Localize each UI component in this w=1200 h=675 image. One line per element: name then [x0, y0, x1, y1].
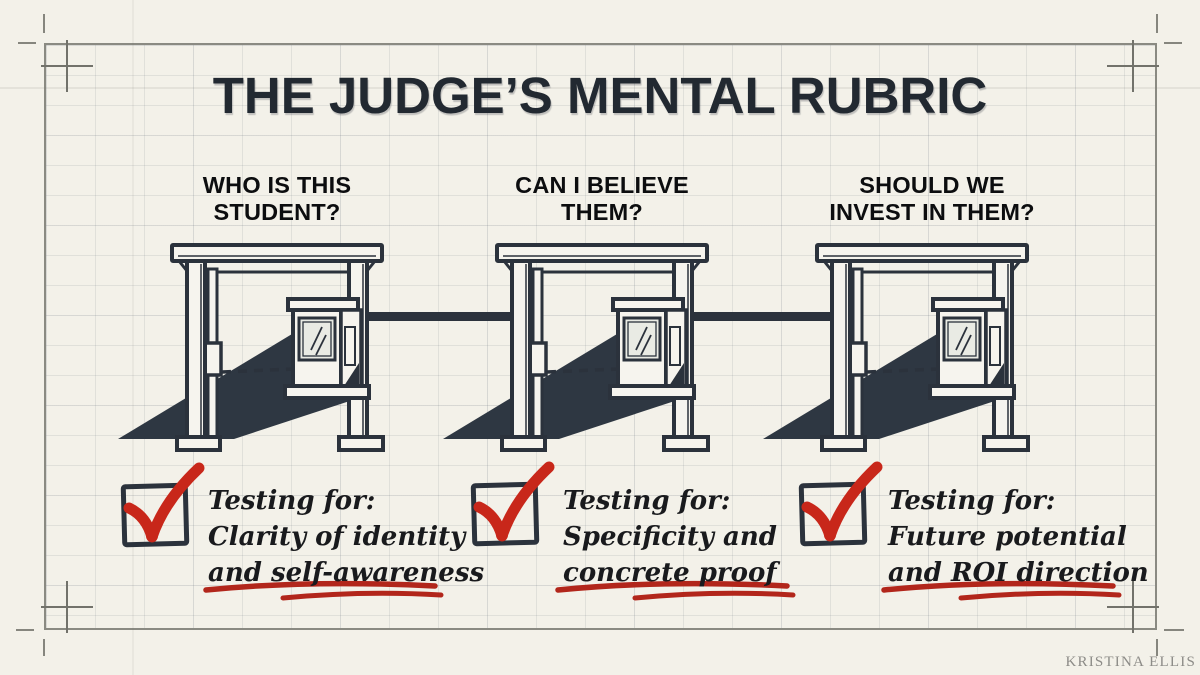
boom-barrier	[866, 367, 940, 374]
testing-line: Testing for:	[563, 486, 731, 516]
red-underline	[555, 580, 796, 601]
connector-bar	[686, 312, 842, 321]
red-underline	[881, 580, 1122, 601]
testing-note-2: Testing for: Specificity and concrete pr…	[563, 483, 777, 591]
plus-registration-mark	[41, 581, 93, 633]
question-header-3: SHOULD WE INVEST IN THEM?	[782, 172, 1082, 226]
plus-registration-mark	[1107, 40, 1159, 92]
plus-registration-mark	[41, 40, 93, 92]
red-underline	[203, 580, 444, 601]
question-line: STUDENT?	[213, 199, 341, 225]
toll-booth-illustration	[443, 243, 710, 452]
testing-note-3: Testing for: Future potential and ROI di…	[888, 483, 1149, 591]
page-title: THE JUDGE’S MENTAL RUBRIC	[212, 67, 988, 124]
question-line: THEM?	[561, 199, 643, 225]
toll-booth-illustration	[118, 243, 385, 452]
checkbox-checked-icon	[798, 461, 883, 547]
testing-line: Testing for:	[888, 486, 1056, 516]
watermark: KRISTINA ELLIS	[1065, 654, 1196, 670]
testing-line: and self-awareness	[208, 558, 485, 588]
question-line: SHOULD WE	[859, 172, 1005, 198]
testing-line: Testing for:	[208, 486, 376, 516]
connector-bar	[360, 312, 522, 321]
question-header-1: WHO IS THIS STUDENT?	[127, 172, 427, 226]
check-mark-icon	[473, 461, 555, 542]
boom-barrier	[221, 367, 295, 374]
question-line: CAN I BELIEVE	[515, 172, 689, 198]
testing-line: Clarity of identity	[208, 522, 466, 552]
question-line: WHO IS THIS	[202, 172, 352, 198]
check-mark-icon	[123, 462, 205, 543]
testing-line: concrete proof	[563, 558, 777, 588]
question-header-2: CAN I BELIEVE THEM?	[452, 172, 752, 226]
toll-booth-illustration	[763, 243, 1030, 452]
plus-registration-mark	[1107, 581, 1159, 633]
checkbox-checked-icon	[470, 461, 555, 547]
check-mark-icon	[801, 461, 883, 542]
checkbox-checked-icon	[120, 462, 205, 548]
testing-line: and ROI direction	[888, 558, 1149, 588]
testing-note-1: Testing for: Clarity of identity and sel…	[208, 483, 484, 591]
testing-line: Specificity and	[563, 522, 777, 552]
boom-barrier	[546, 367, 620, 374]
testing-line: Future potential	[888, 522, 1127, 552]
question-line: INVEST IN THEM?	[829, 199, 1035, 225]
